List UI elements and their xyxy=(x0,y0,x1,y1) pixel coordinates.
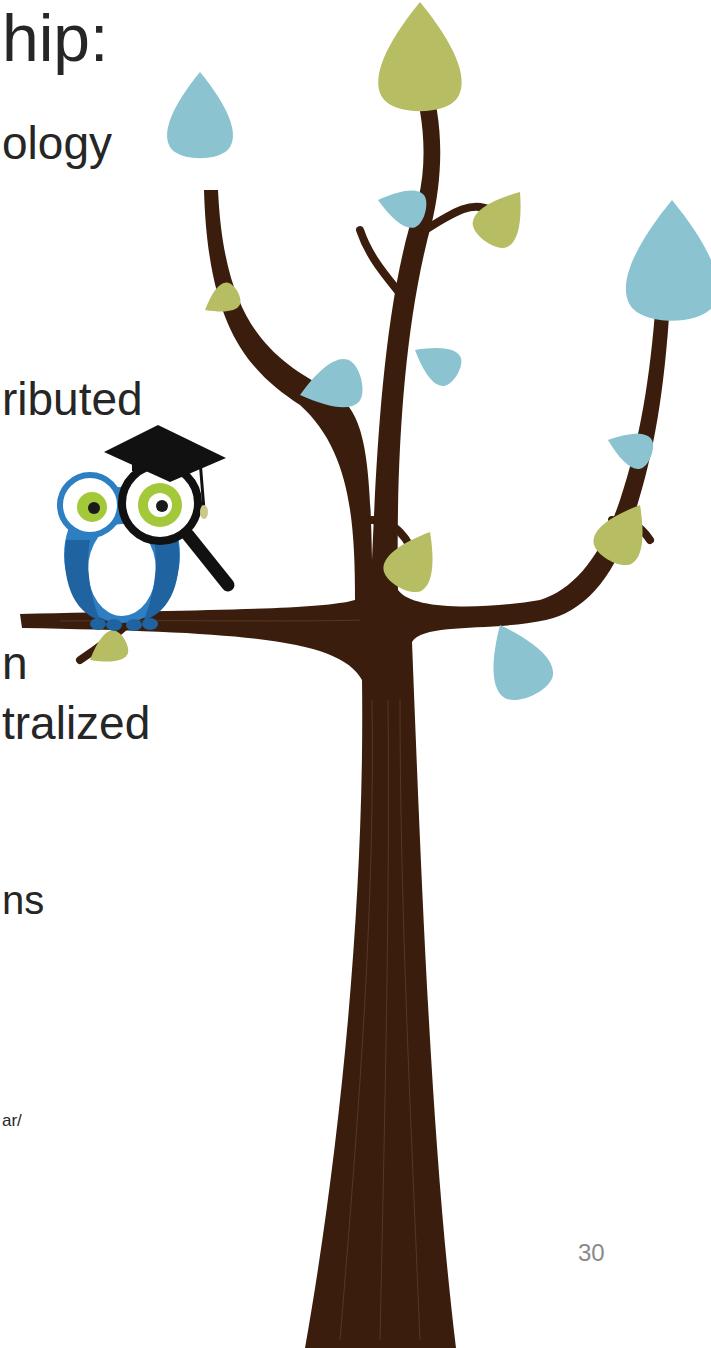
footnote-fragment: ar/ xyxy=(2,1112,22,1131)
owl-figure xyxy=(60,425,228,631)
tree-twig xyxy=(80,207,650,660)
leaves xyxy=(82,2,711,708)
bullet-fragment: ributed xyxy=(2,374,143,425)
bullet-fragment: ns xyxy=(2,878,44,922)
page-number: 30 xyxy=(578,1240,605,1266)
bullet-fragment: ology xyxy=(2,118,112,169)
bullet-fragment: n xyxy=(2,638,28,689)
bullet-fragment: tralized xyxy=(2,698,150,749)
slide-title: hip: xyxy=(2,2,108,75)
